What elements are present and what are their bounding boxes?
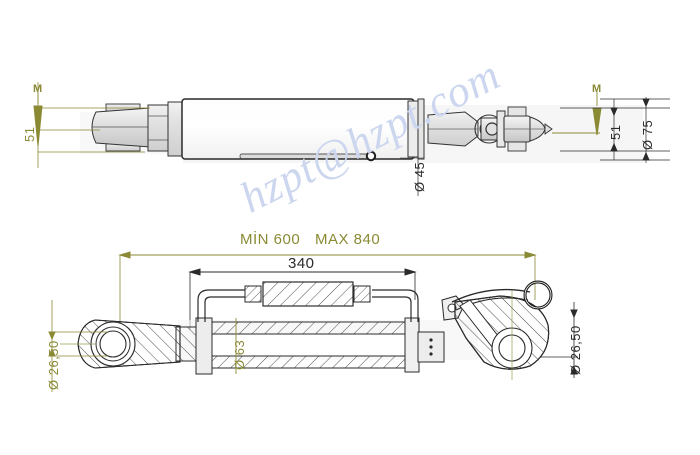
cylinder-body-section xyxy=(195,317,420,375)
dimension-label-top-left-marker: M xyxy=(33,83,43,95)
piston-rod-right xyxy=(417,98,479,160)
dimension-label-left-eye-bore: Ø 26,50 xyxy=(46,340,61,390)
dimension-label-top-left-height: 51 xyxy=(22,126,37,142)
dimension-label-outer-diameter: Ø 75 xyxy=(640,119,655,150)
dimension-label-rod-diameter: Ø 45 xyxy=(412,161,427,192)
dimension-rod-d45 xyxy=(400,130,424,196)
dimension-right-51-d75 xyxy=(560,97,670,163)
dimension-left-51 xyxy=(33,82,150,168)
right-hook-assembly-top xyxy=(474,106,553,152)
dimension-label-top-right-height: 51 xyxy=(608,124,623,140)
dimension-label-body-length: 340 xyxy=(288,255,315,272)
handle-turnbuckle xyxy=(197,281,419,322)
top-view-assembly xyxy=(91,98,553,162)
dimension-right-eye-bore xyxy=(540,302,578,378)
dimension-label-min-length: MİN 600 xyxy=(240,231,301,248)
section-view-assembly xyxy=(48,280,578,392)
dimension-label-max-length: MAX 840 xyxy=(315,231,381,248)
left-ball-joint-end xyxy=(91,103,178,152)
left-eye-end xyxy=(60,319,201,369)
dimension-label-top-right-marker: M xyxy=(592,83,602,95)
dimension-min-max xyxy=(118,251,537,330)
dimension-label-right-eye-bore: Ø 26,50 xyxy=(568,325,583,375)
dimension-label-bore-diameter: Ø 63 xyxy=(232,339,247,370)
bleed-rod xyxy=(239,150,377,162)
right-hook-latch-section xyxy=(417,280,553,380)
dimension-left-eye-bore xyxy=(48,300,108,392)
cylinder-barrel xyxy=(167,98,419,162)
